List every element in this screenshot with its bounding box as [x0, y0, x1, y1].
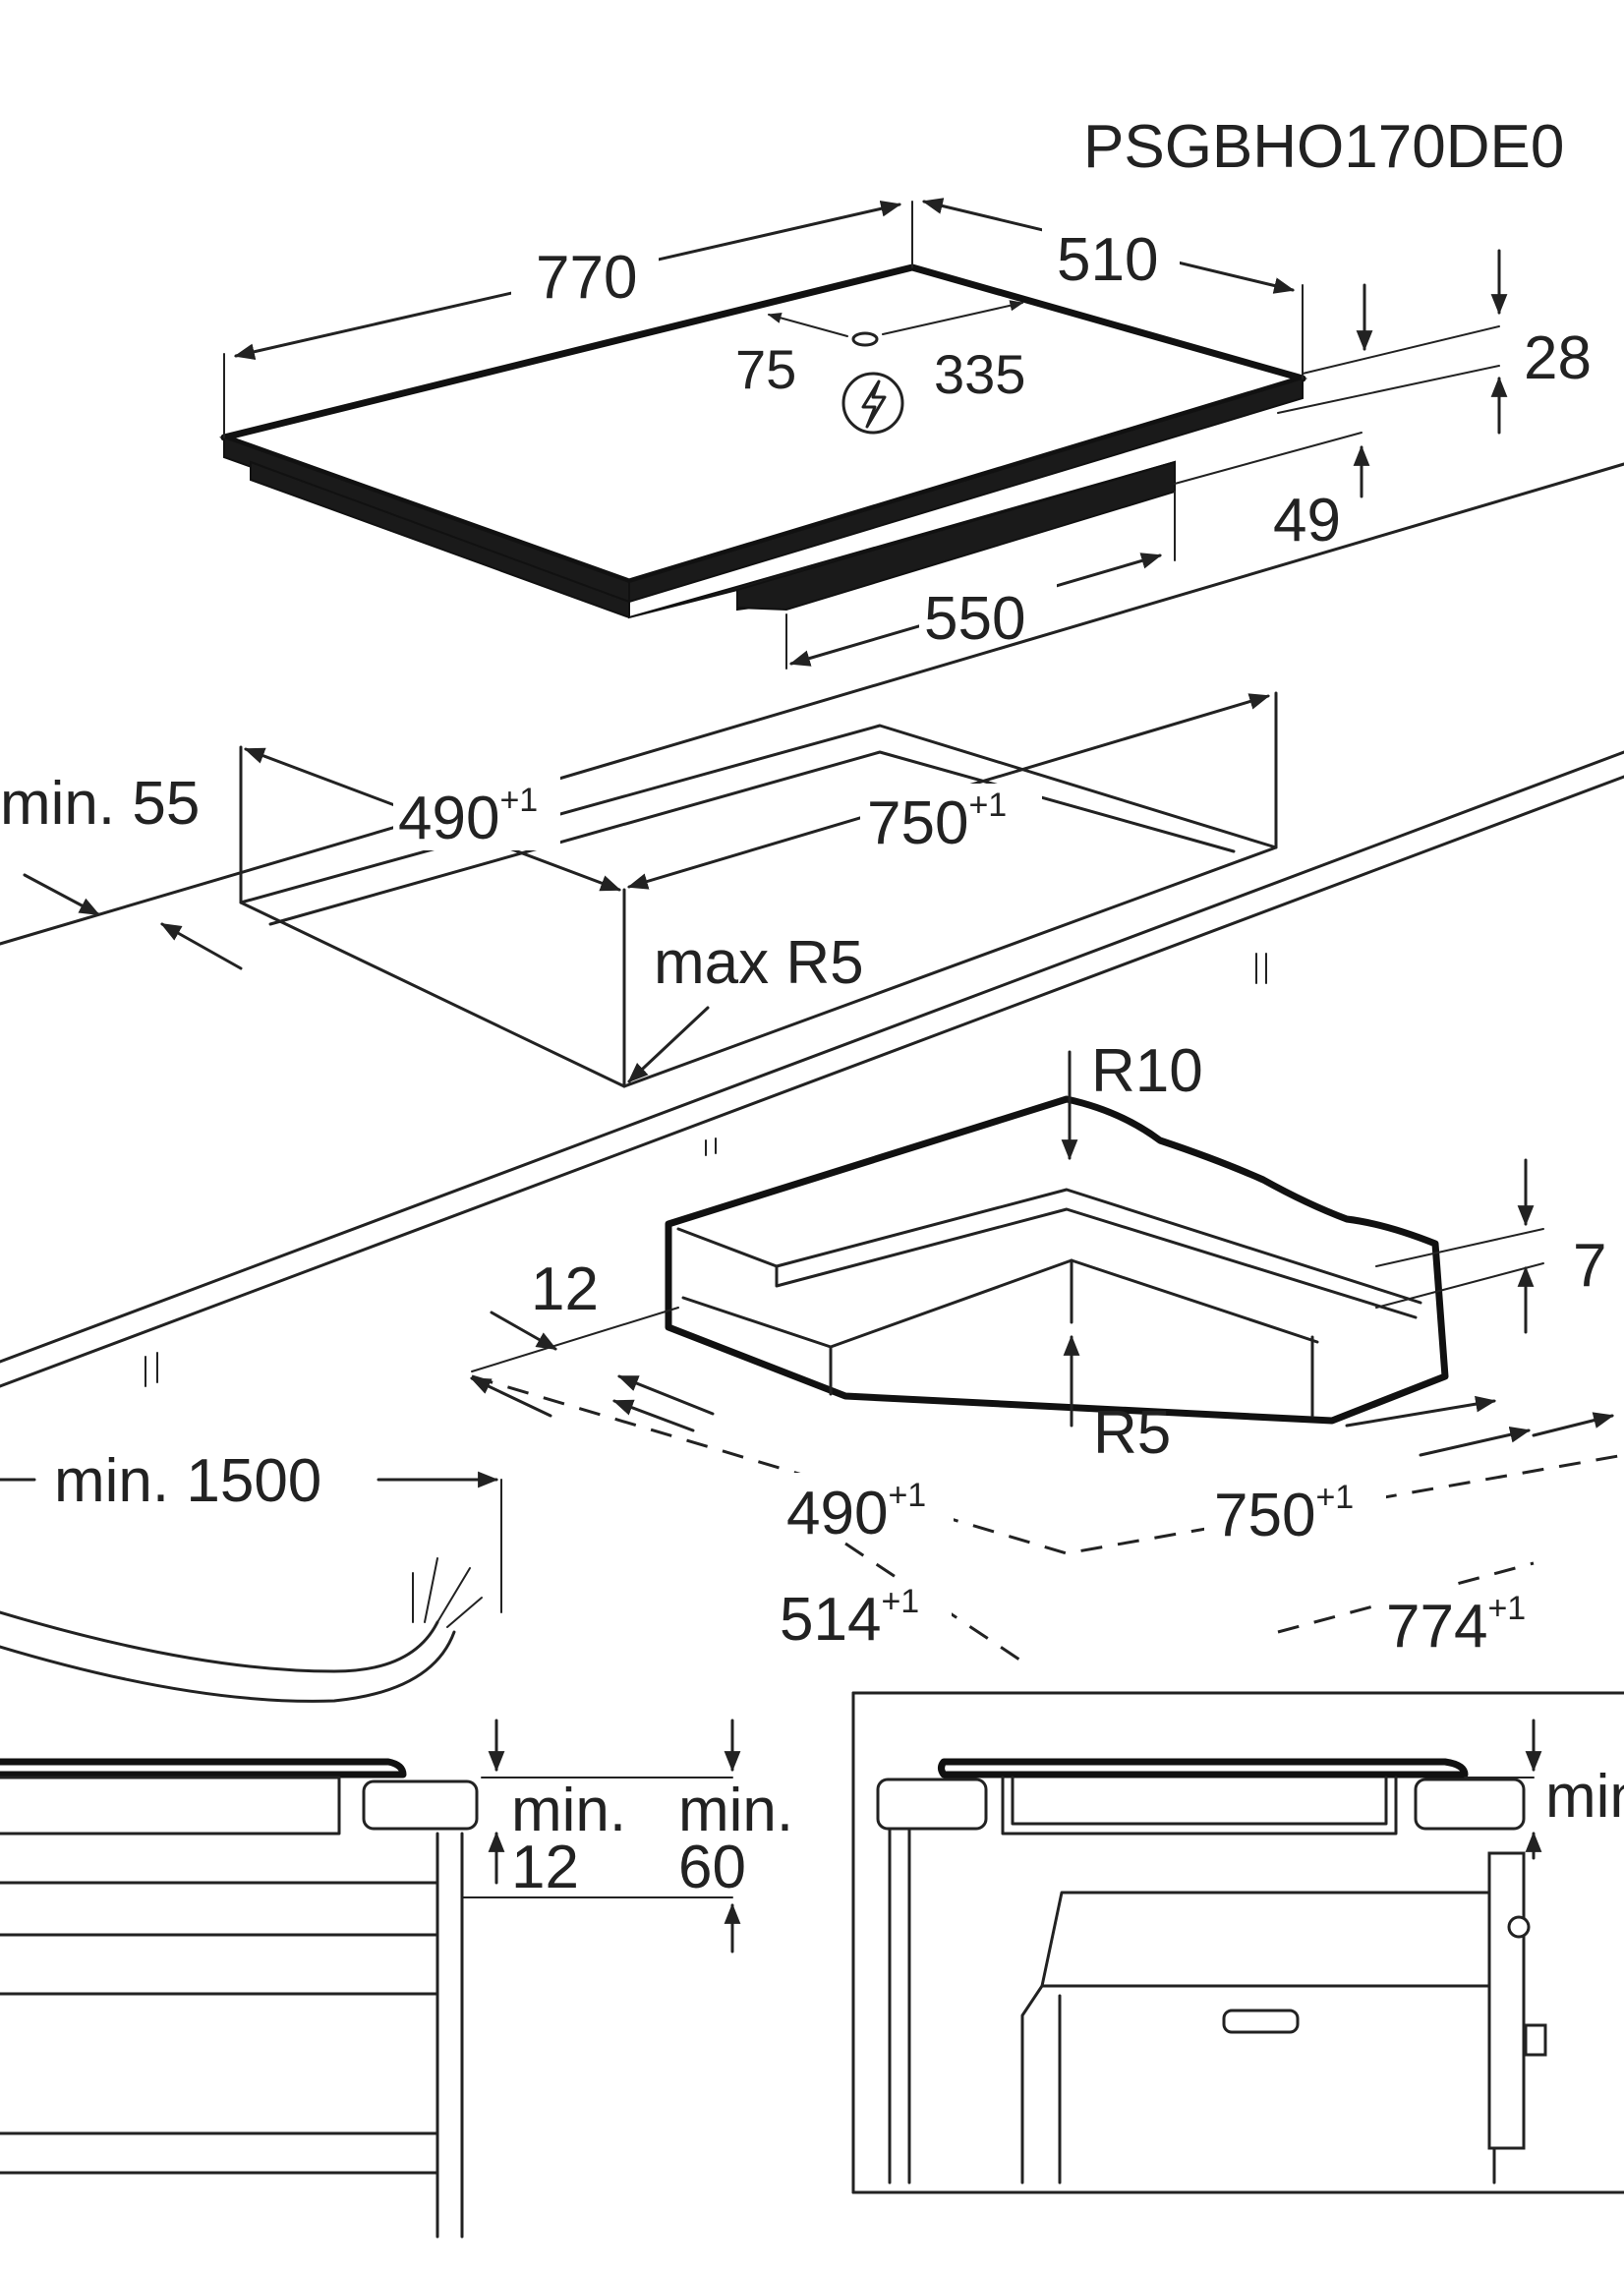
worktop-section-right-b [1414, 1778, 1526, 1831]
dim-rebate-outer-depth: 514+1 [780, 1583, 919, 1654]
label-edge-clearance: min. 55 [0, 770, 200, 838]
label-min-right: min [1545, 1763, 1624, 1831]
dim-hob-width: 770 [536, 244, 637, 312]
dim-cable-length: min. 1500 [54, 1447, 321, 1515]
dim-rebate-outer-width: 774+1 [1386, 1590, 1526, 1661]
section-right: min [851, 1691, 1624, 2194]
hob-drawing: 770 510 75 335 28 49 550 [218, 198, 1592, 670]
cable [0, 1610, 439, 1673]
worktop-section-left [362, 1779, 479, 1831]
label-outer-radius: R10 [1091, 1037, 1203, 1105]
label-inner-radius: R5 [1093, 1399, 1171, 1467]
dim-rebate-inner-depth: 490+1 [786, 1477, 926, 1547]
dim-min-b: 60 [678, 1834, 746, 1901]
dim-rim-width: 12 [531, 1255, 599, 1323]
label-min-a: min. [511, 1777, 626, 1844]
hob-side-edge [628, 377, 1304, 604]
flush-mount-drawing: R10 R5 7 12 490+1 750+1 514+1 [470, 1037, 1624, 1663]
worktop-cutout-drawing: 490+1 750+1 max R5 min. 55 [0, 462, 1624, 1388]
lightning-bolt-icon [841, 372, 904, 435]
dim-hob-height: 28 [1524, 324, 1592, 392]
dim-box-width: 550 [924, 585, 1025, 653]
dim-rebate-inner-width: 750+1 [1214, 1479, 1354, 1549]
dim-min-a: 12 [511, 1834, 579, 1901]
label-min-b: min. [678, 1777, 793, 1844]
oven-handle [1222, 2009, 1300, 2034]
oven-knob [1524, 2023, 1547, 2057]
dim-connection-y: 335 [934, 343, 1025, 405]
connection-point [851, 331, 879, 347]
section-left: min. 12 min. 60 [0, 1719, 793, 2239]
dim-hob-depth: 510 [1057, 226, 1158, 294]
oven-side-panel [1487, 1851, 1526, 2150]
document-code: PSGBHO170DE0 [1083, 113, 1564, 181]
worktop-front-edge [0, 750, 1624, 1364]
dim-connection-x: 75 [735, 338, 796, 400]
rebate-block-outline [665, 1095, 1449, 1425]
cable-drawing: min. 1500 [0, 1440, 502, 1703]
worktop-section-right-a [876, 1778, 988, 1831]
dim-hob-bottom: 49 [1273, 487, 1341, 554]
dim-step-height: 7 [1573, 1232, 1606, 1300]
dim-cutout-width: 750+1 [867, 787, 1007, 857]
label-corner-radius: max R5 [654, 929, 864, 997]
dim-cutout-depth: 490+1 [398, 782, 538, 852]
